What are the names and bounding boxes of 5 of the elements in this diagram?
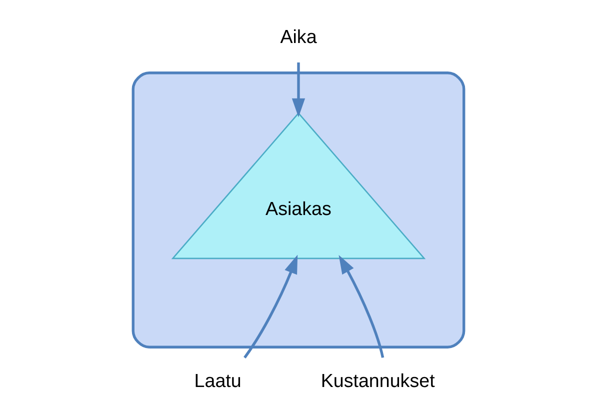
arrow [292, 62, 306, 118]
node-text: Aika [280, 26, 317, 47]
cluster [132, 72, 466, 348]
node-text: Laatu [194, 370, 242, 392]
node-text: Kustannukset [320, 370, 435, 392]
